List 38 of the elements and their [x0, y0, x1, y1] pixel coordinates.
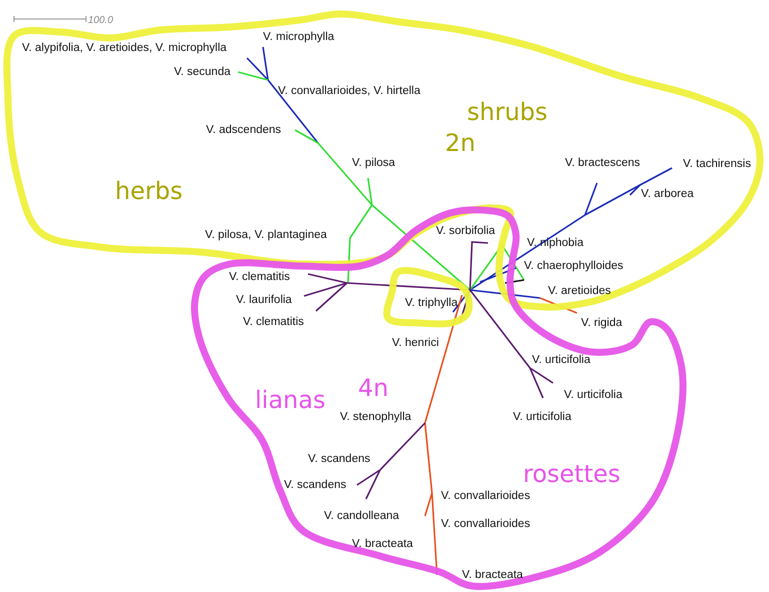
species-label: V. microphylla [263, 30, 334, 44]
species-label: V. convallarioides, V. hirtella [278, 84, 420, 98]
species-label: V. tachirensis [683, 158, 751, 170]
species-label: V. bracteata [352, 538, 413, 550]
species-label: V. sorbifolia [436, 224, 496, 238]
group-label: herbs [115, 178, 183, 204]
group-label: 4n [358, 375, 388, 401]
group-label: rosettes [523, 461, 620, 487]
species-label: V. laurifolia [236, 294, 292, 306]
species-label: V. convallarioides [441, 518, 530, 530]
species-label: V. chaerophylloides [524, 260, 624, 272]
species-label: V. stenophylla [340, 410, 412, 424]
species-label: V. secunda [174, 66, 230, 78]
species-label: V. clematitis [229, 270, 290, 284]
species-label: V. rigida [581, 316, 622, 330]
species-label: V. arborea [641, 188, 694, 200]
species-label: V. henrici [392, 336, 439, 350]
species-label: V. niphobia [527, 236, 584, 250]
species-label: V. pilosa, V. plantaginea [205, 228, 327, 242]
group-label: lianas [255, 387, 326, 413]
species-label: V. scandens [284, 478, 346, 492]
species-label: V. scandens [308, 452, 370, 466]
species-label: V. convallarioides [441, 490, 530, 502]
species-label: V. candolleana [324, 510, 400, 522]
species-label: V. alypifolia, V. aretioides, V. microphylla [22, 42, 227, 54]
species-label: V. adscendens [206, 124, 282, 136]
species-label: V. urticifolia [532, 354, 590, 366]
species-label: V. bracteata [462, 568, 523, 582]
species-label: V. urticifolia [564, 388, 622, 402]
species-label: V. pilosa [352, 156, 396, 170]
species-label: V. aretioides [548, 284, 611, 298]
scale-label: 100.0 [88, 14, 114, 26]
group-label: shrubs [467, 99, 548, 125]
species-label: V. bractescens [565, 156, 640, 170]
group-label: 2n [445, 130, 476, 156]
species-label: V. clematitis [243, 316, 304, 328]
species-label: V. urticifolia [513, 410, 572, 424]
species-label: V. triphylla [405, 296, 458, 310]
